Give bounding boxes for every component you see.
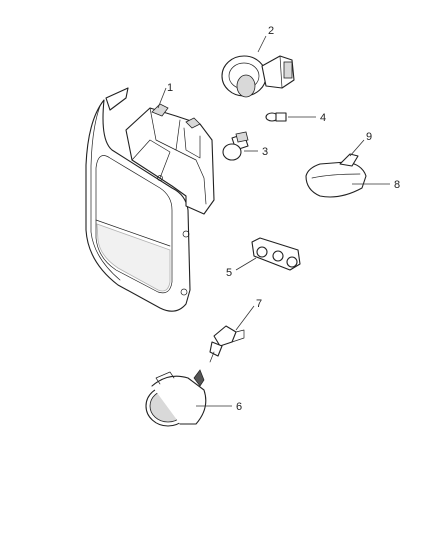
leader-lines [157, 35, 390, 407]
callout-3: 3 [262, 146, 268, 158]
callouts: 1 2 3 4 5 6 7 8 9 [167, 25, 400, 413]
fog-lamp [145, 369, 207, 427]
callout-2: 2 [268, 25, 274, 37]
callout-1: 1 [167, 82, 173, 94]
side-marker-bulb [265, 112, 287, 122]
callout-5: 5 [226, 267, 232, 279]
headlamp-bulb-socket [221, 55, 295, 98]
side-marker-lamp [305, 153, 367, 198]
callout-7: 7 [256, 298, 262, 310]
park-lamp-bulb [222, 131, 249, 161]
mounting-bracket [251, 237, 301, 271]
callout-4: 4 [320, 112, 326, 124]
fog-lamp-bulb [209, 325, 245, 363]
callout-9: 9 [366, 131, 372, 143]
callout-8: 8 [394, 179, 400, 191]
callout-6: 6 [236, 401, 242, 413]
headlamp-assembly [85, 87, 215, 312]
